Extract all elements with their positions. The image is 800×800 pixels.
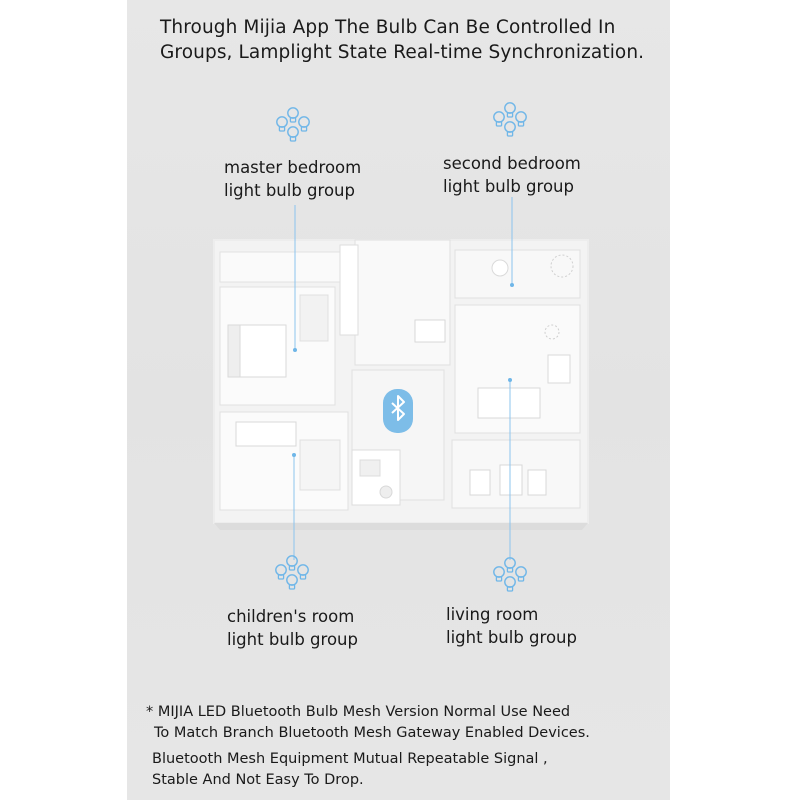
note-line-4: Stable And Not Easy To Drop.: [152, 772, 364, 788]
wardrobe: [299, 294, 329, 342]
kitchen-room: [354, 239, 451, 366]
headline: Through Mijia App The Bulb Can Be Contro…: [160, 15, 680, 65]
bluetooth-icon: [383, 389, 413, 433]
desk: [235, 421, 297, 447]
light-bulb-icon: [494, 103, 526, 136]
balcony-left: [219, 251, 351, 283]
second-bedroom-label-line-2: light bulb group: [443, 177, 574, 196]
headline-line-2: Groups, Lamplight State Real-time Synchr…: [160, 42, 645, 63]
second-bedroom-room: [454, 249, 581, 299]
light-bulb-icon: [494, 558, 526, 591]
kitchen-counter: [339, 244, 359, 336]
second-bedroom-label: second bedroom light bulb group: [443, 152, 581, 198]
master-bedroom-label-line-2: light bulb group: [224, 181, 355, 200]
master-bedroom-label: master bedroom light bulb group: [224, 156, 361, 202]
childrens-room-label: children's room light bulb group: [227, 605, 358, 651]
dining-table: [414, 319, 446, 343]
living-room-label-line-2: light bulb group: [446, 628, 577, 647]
childrens-room-label-line-1: children's room: [227, 607, 355, 626]
living-room-label-line-1: living room: [446, 605, 539, 624]
living-room-label: living room light bulb group: [446, 603, 577, 649]
light-bulb-icon: [276, 556, 308, 589]
sofa: [477, 387, 541, 419]
childrens-room-label-line-2: light bulb group: [227, 630, 358, 649]
master-bedroom-label-line-1: master bedroom: [224, 158, 362, 177]
note-line-1: * MIJIA LED Bluetooth Bulb Mesh Version …: [146, 704, 571, 720]
second-bedroom-label-line-1: second bedroom: [443, 154, 581, 173]
note-line-3: Bluetooth Mesh Equipment Mutual Repeatab…: [152, 751, 548, 767]
floor-plan-shadow: [214, 523, 588, 530]
note-line-2: To Match Branch Bluetooth Mesh Gateway E…: [154, 725, 590, 741]
light-bulb-icon: [277, 108, 309, 141]
bathroom: [351, 449, 401, 506]
headline-line-1: Through Mijia App The Bulb Can Be Contro…: [160, 17, 616, 38]
